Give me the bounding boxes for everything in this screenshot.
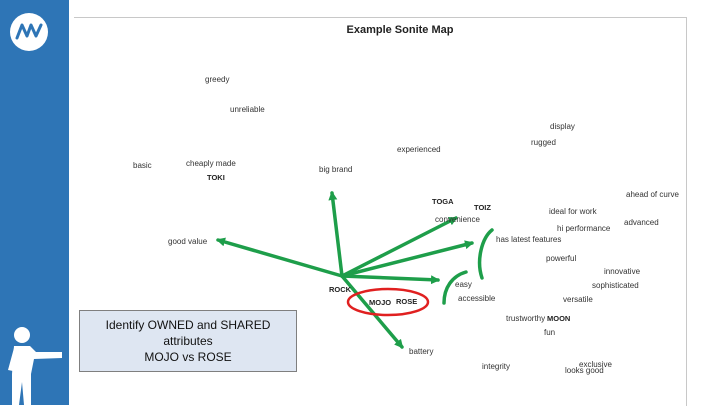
map-frame [74, 17, 687, 406]
brand-toiz: TOIZ [474, 203, 491, 212]
arrow-to-big-brand [328, 191, 344, 278]
arrow-to-has-latest-features [340, 240, 474, 278]
term-unreliable: unreliable [230, 105, 265, 114]
map-title: Example Sonite Map [346, 24, 454, 36]
brand-rose: ROSE [396, 297, 417, 306]
term-rugged: rugged [531, 138, 556, 147]
term-sophisticated: sophisticated [592, 281, 639, 290]
mw-logo-icon [15, 23, 43, 40]
callout-line-3: MOJO vs ROSE [144, 350, 232, 365]
brand-toga: TOGA [432, 197, 454, 206]
arrow-to-good-value [216, 237, 344, 278]
arrow-curve-accessible [442, 270, 468, 305]
term-accessible: accessible [458, 294, 496, 303]
term-looks-good: looks good [565, 366, 604, 375]
term-ahead-of-curve: ahead of curve [626, 190, 679, 199]
term-cheaply-made: cheaply made [186, 159, 236, 168]
term-exclusive: exclusive [579, 360, 612, 369]
brand-moon: MOON [547, 314, 570, 323]
arrow-to-easy [340, 274, 440, 285]
brand-logo [10, 13, 48, 51]
sidebar [0, 0, 69, 405]
term-hi-performance: hi performance [557, 224, 611, 233]
arrow-to-battery [340, 274, 404, 349]
term-good-value: good value [168, 237, 208, 246]
term-fun: fun [544, 328, 555, 337]
term-convenience: convenience [435, 215, 480, 224]
term-ideal-for-work: ideal for work [549, 207, 598, 216]
term-battery: battery [409, 347, 433, 356]
arrow-curve-features [477, 228, 494, 280]
brand-rock: ROCK [329, 285, 352, 294]
brand-mojo: MOJO [369, 298, 391, 307]
callout-line-1: Identify OWNED and SHARED [105, 317, 271, 332]
term-advanced: advanced [624, 218, 659, 227]
term-has-latest-features: has latest features [496, 235, 561, 244]
term-basic: basic [133, 161, 152, 170]
term-trustworthy: trustworthy [506, 314, 545, 323]
instruction-callout: Identify OWNED and SHARED attributes MOJ… [79, 310, 297, 372]
mojo-rose-highlight-ring [346, 287, 430, 317]
pointing-person-icon [8, 327, 62, 405]
term-experienced: experienced [397, 145, 441, 154]
term-versatile: versatile [563, 295, 593, 304]
term-innovative: innovative [604, 267, 641, 276]
attribute-labels: greedy unreliable display rugged experie… [133, 75, 679, 375]
term-easy: easy [455, 280, 472, 289]
brand-toki: TOKI [207, 173, 225, 182]
term-integrity: integrity [482, 362, 510, 371]
brand-labels: TOKI TOGA TOIZ ROCK MOJO ROSE MOON [207, 173, 570, 323]
term-big-brand: big brand [319, 165, 352, 174]
arrow-to-convenience [340, 216, 458, 278]
term-greedy: greedy [205, 75, 229, 84]
vector-arrows [216, 191, 494, 349]
term-display: display [550, 122, 575, 131]
term-powerful: powerful [546, 254, 576, 263]
callout-line-2: attributes [163, 333, 213, 348]
